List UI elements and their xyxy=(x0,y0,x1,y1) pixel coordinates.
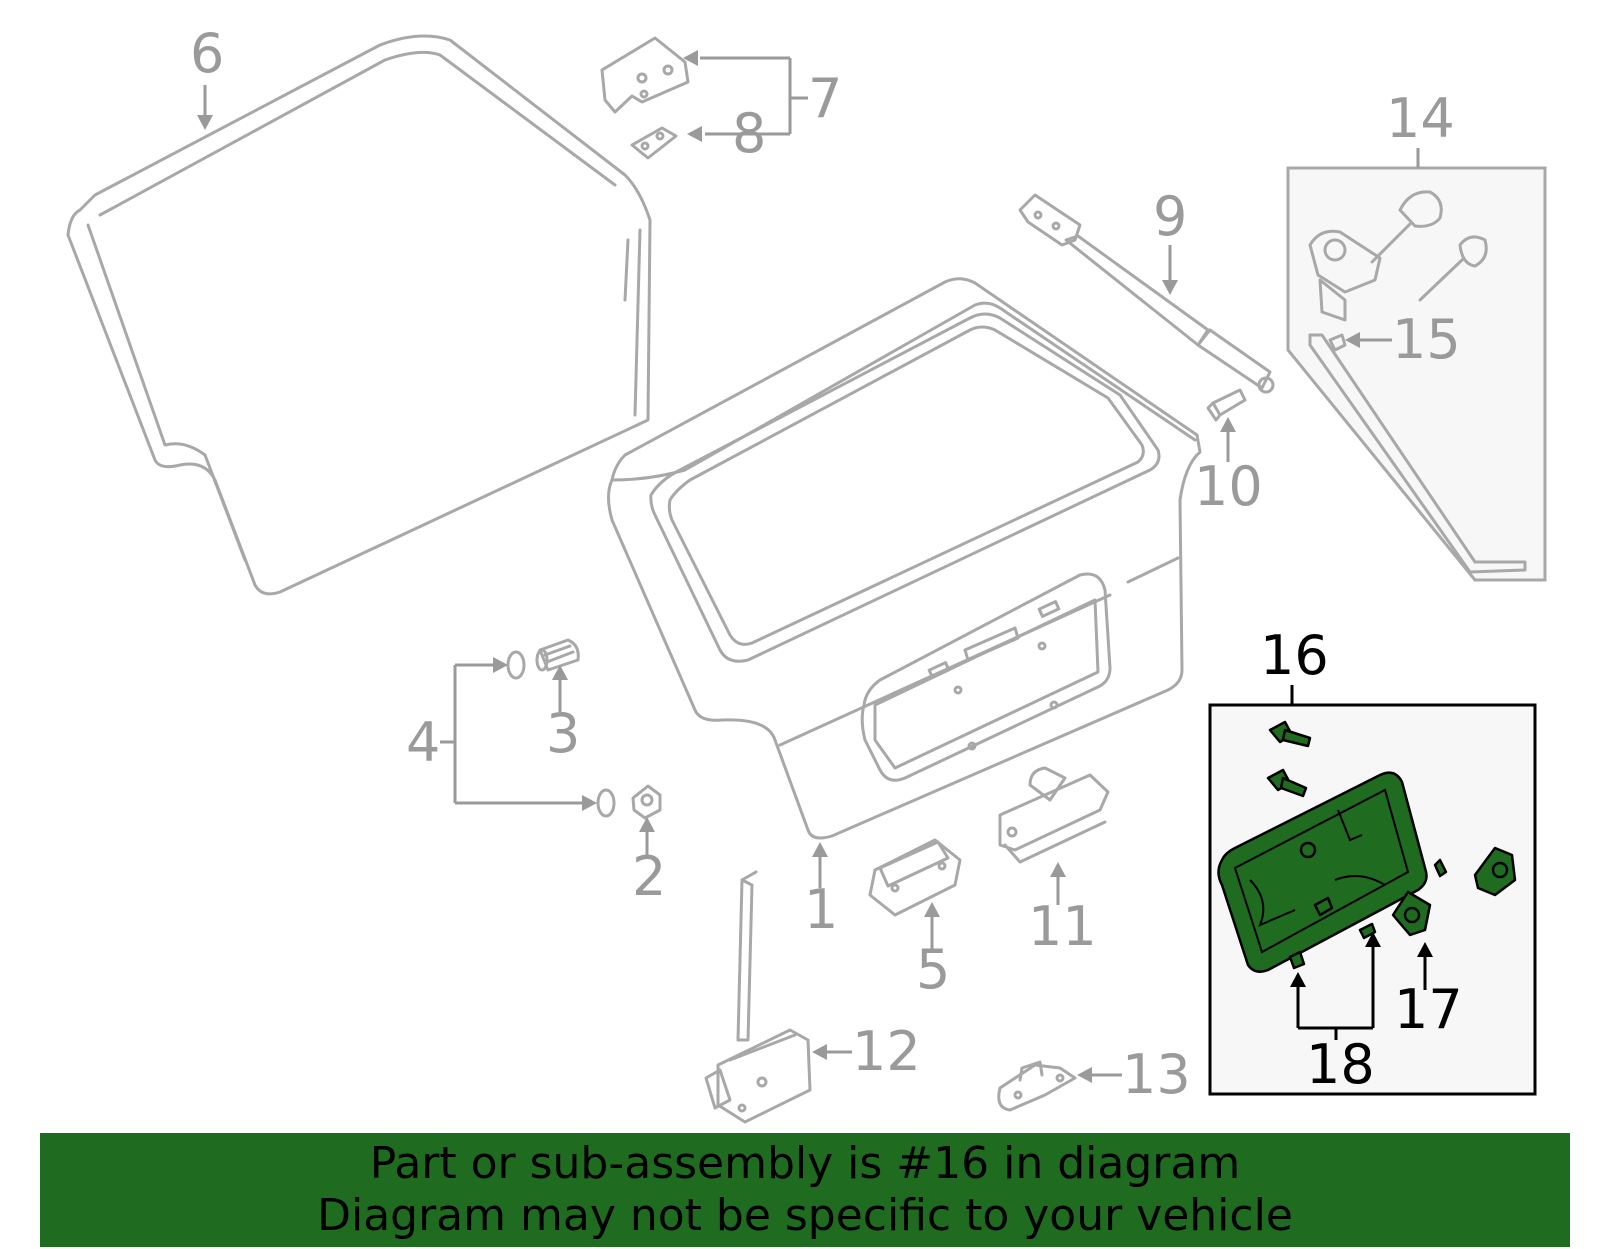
part-6-rear-glass xyxy=(66,34,652,596)
callout-18: 18 xyxy=(1306,1033,1375,1096)
callout-7: 7 xyxy=(808,67,842,130)
callout-2: 2 xyxy=(632,845,666,908)
callout-14: 14 xyxy=(1386,87,1455,150)
part-1-liftgate xyxy=(607,277,1202,840)
part-8-hinge-gasket xyxy=(630,126,678,160)
part-10-bumper xyxy=(1206,388,1247,422)
notice-banner: Part or sub-assembly is #16 in diagram D… xyxy=(40,1133,1570,1247)
callout-4: 4 xyxy=(406,711,440,774)
callout-13: 13 xyxy=(1122,1043,1191,1106)
part-5-license-lamp xyxy=(868,838,962,917)
part-12-latch xyxy=(704,870,812,1124)
callout-17: 17 xyxy=(1394,978,1463,1041)
callout-12: 12 xyxy=(852,1020,921,1083)
callout-3: 3 xyxy=(546,702,580,765)
notice-line-2: Diagram may not be specific to your vehi… xyxy=(317,1190,1293,1241)
callout-8: 8 xyxy=(732,102,766,165)
callout-labels: 6 7 8 9 14 15 10 4 3 2 1 5 11 12 13 16 1… xyxy=(190,22,1463,1106)
callout-15: 15 xyxy=(1392,308,1461,371)
part-13-striker xyxy=(997,1060,1077,1112)
part-9-lift-support xyxy=(1018,193,1275,394)
callout-1: 1 xyxy=(804,878,838,941)
callout-16: 16 xyxy=(1260,624,1329,687)
part-2-nut xyxy=(631,784,662,820)
part-11-handle xyxy=(998,766,1110,864)
leader-lines xyxy=(197,50,1433,1083)
part-7-hinge xyxy=(600,36,690,114)
notice-line-1: Part or sub-assembly is #16 in diagram xyxy=(369,1138,1241,1189)
callout-10: 10 xyxy=(1194,455,1263,518)
part-3-bumper xyxy=(535,638,580,672)
callout-11: 11 xyxy=(1028,895,1097,958)
inset-14-lock-cylinder xyxy=(1286,166,1547,582)
callout-9: 9 xyxy=(1153,185,1187,248)
callout-5: 5 xyxy=(916,938,950,1001)
callout-6: 6 xyxy=(190,22,224,85)
